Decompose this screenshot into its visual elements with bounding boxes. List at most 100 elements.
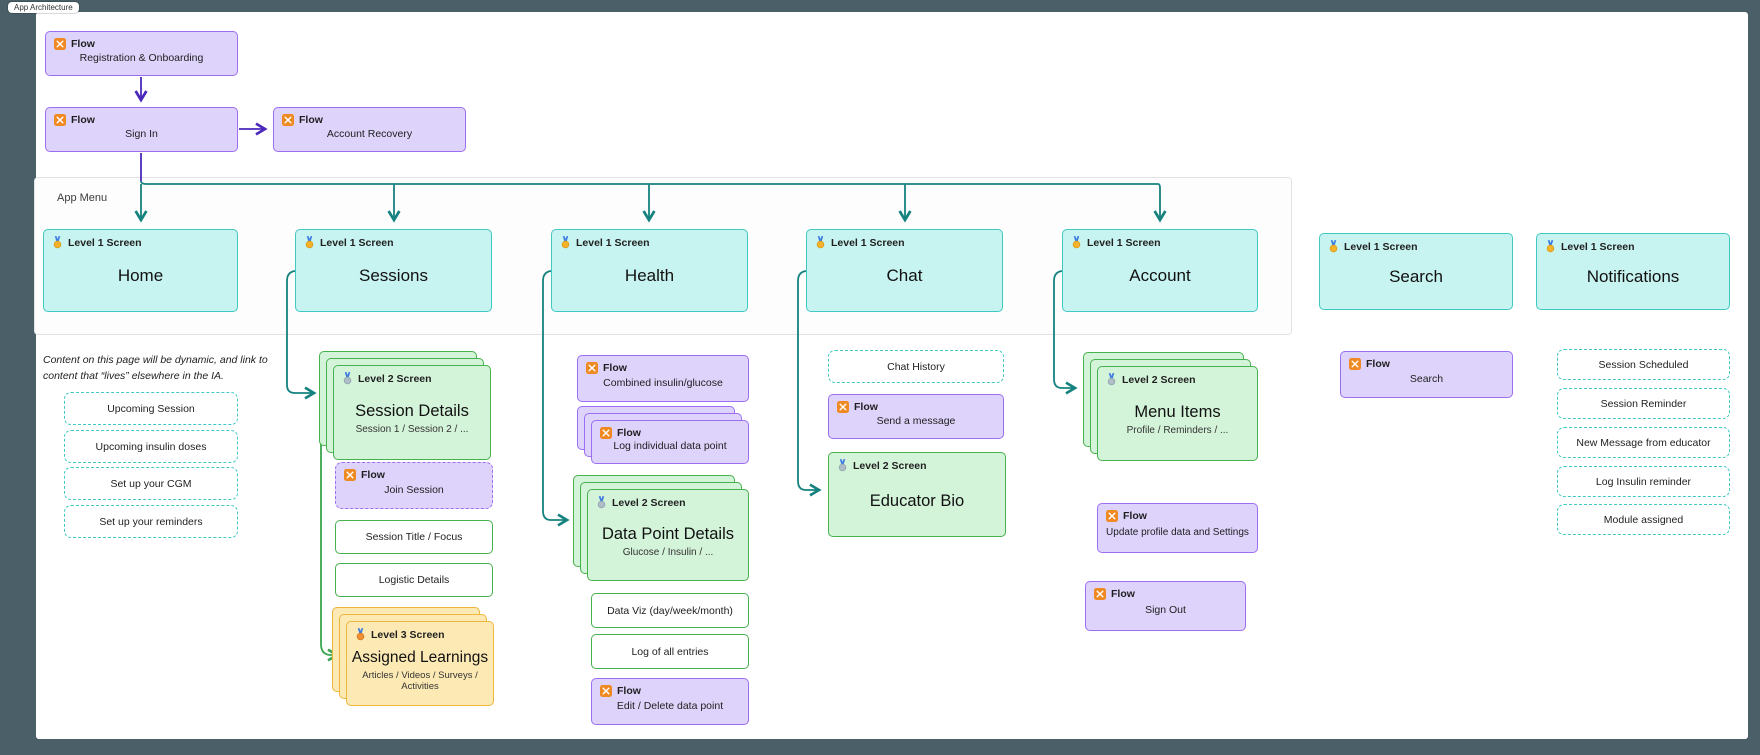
card-tag: Flow (1349, 358, 1390, 370)
medal-level1-icon (1329, 240, 1338, 253)
screen-title: Menu Items (1134, 403, 1221, 421)
screen-notifications[interactable]: Level 1 Screen Notifications (1536, 233, 1730, 310)
card-tag: Flow (1094, 588, 1135, 600)
flow-tag-label: Flow (71, 114, 95, 126)
flow-account-recovery[interactable]: Flow Account Recovery (273, 107, 466, 152)
level1-tag-label: Level 1 Screen (320, 236, 394, 249)
card-tag: Level 1 Screen (1328, 240, 1418, 253)
screen-educator-bio[interactable]: Level 2 Screen Educator Bio (828, 452, 1006, 537)
medal-level1-icon (1546, 240, 1555, 253)
flow-icon (837, 401, 849, 413)
flow-tag-label: Flow (1366, 358, 1390, 370)
flow-registration-onboarding[interactable]: Flow Registration & Onboarding (45, 31, 238, 76)
flow-title: Sign Out (1145, 604, 1186, 616)
home-item-upcoming-insulin[interactable]: Upcoming insulin doses (64, 430, 238, 463)
level1-tag-label: Level 1 Screen (1344, 240, 1418, 253)
screen-sessions[interactable]: Level 1 Screen Sessions (295, 229, 492, 312)
card-tag: Flow (600, 427, 641, 439)
card-tag: Level 2 Screen (837, 459, 927, 472)
home-item-setup-reminders[interactable]: Set up your reminders (64, 505, 238, 538)
flow-send-a-message[interactable]: Flow Send a message (828, 394, 1004, 439)
section-title-tag[interactable]: App Architecture (8, 2, 79, 13)
flow-tag-label: Flow (854, 401, 878, 413)
level1-tag-label: Level 1 Screen (1087, 236, 1161, 249)
medal-level1-icon (816, 236, 825, 249)
flow-sign-in[interactable]: Flow Sign In (45, 107, 238, 152)
flow-title: Join Session (384, 483, 444, 496)
card-tag: Flow (282, 114, 323, 126)
home-item-setup-cgm[interactable]: Set up your CGM (64, 467, 238, 500)
notification-module-assigned[interactable]: Module assigned (1557, 504, 1730, 535)
screen-account[interactable]: Level 1 Screen Account (1062, 229, 1258, 312)
screen-assigned-learnings[interactable]: Level 3 Screen Assigned Learnings Articl… (332, 607, 494, 706)
screen-title: Data Point Details (601, 524, 735, 543)
screen-health[interactable]: Level 1 Screen Health (551, 229, 748, 312)
flow-combined-insulin-glucose[interactable]: Flow Combined insulin/glucose (577, 355, 749, 402)
notification-new-message[interactable]: New Message from educator (1557, 427, 1730, 458)
flow-title: Send a message (876, 414, 956, 427)
app-menu-label: App Menu (57, 192, 108, 204)
card-tag: Level 2 Screen (596, 496, 686, 509)
flow-log-individual-data-point[interactable]: Flow Log individual data point (577, 406, 749, 464)
medal-level2-icon (597, 496, 606, 509)
chat-history-box[interactable]: Chat History (828, 350, 1004, 383)
medal-level2-icon (1107, 373, 1116, 386)
flow-tag-label: Flow (617, 685, 641, 697)
screen-chat[interactable]: Level 1 Screen Chat (806, 229, 1003, 312)
notification-log-insulin[interactable]: Log Insulin reminder (1557, 466, 1730, 497)
screen-title: Health (624, 265, 675, 285)
screen-title: Educator Bio (869, 492, 965, 510)
level3-tag-label: Level 3 Screen (371, 628, 445, 641)
level2-tag-label: Level 2 Screen (853, 459, 927, 472)
log-of-all-entries-box[interactable]: Log of all entries (591, 634, 749, 669)
flow-join-session[interactable]: Flow Join Session (335, 462, 493, 509)
flow-update-profile-settings[interactable]: Flow Update profile data and Settings (1097, 503, 1258, 553)
flow-title: Log individual data point (613, 440, 727, 452)
flow-sign-out[interactable]: Flow Sign Out (1085, 581, 1246, 631)
level2-tag-label: Level 2 Screen (612, 496, 686, 509)
card-tag: Level 2 Screen (1106, 373, 1196, 386)
screen-title: Account (1129, 265, 1191, 285)
card-tag: Level 1 Screen (815, 236, 905, 249)
level1-tag-label: Level 1 Screen (831, 236, 905, 249)
notification-session-scheduled[interactable]: Session Scheduled (1557, 349, 1730, 380)
screen-data-point-details[interactable]: Level 2 Screen Data Point Details Glucos… (573, 475, 749, 581)
card-tag: Level 1 Screen (560, 236, 650, 249)
medal-level1-icon (1072, 236, 1081, 249)
medal-level1-icon (305, 236, 314, 249)
screen-title: Search (1389, 266, 1443, 286)
session-title-focus-box[interactable]: Session Title / Focus (335, 520, 493, 554)
flow-icon (586, 362, 598, 374)
level1-tag-label: Level 1 Screen (68, 236, 142, 249)
home-item-upcoming-session[interactable]: Upcoming Session (64, 392, 238, 425)
flow-icon (344, 469, 356, 481)
flow-tag-label: Flow (1123, 510, 1147, 522)
flow-title: Account Recovery (326, 127, 413, 140)
card-tag: Level 1 Screen (1071, 236, 1161, 249)
screen-session-details[interactable]: Level 2 Screen Session Details Session 1… (319, 351, 491, 460)
card-tag: Flow (344, 469, 385, 481)
flow-icon (282, 114, 294, 126)
card-tag: Level 1 Screen (52, 236, 142, 249)
data-viz-box[interactable]: Data Viz (day/week/month) (591, 593, 749, 628)
logistic-details-box[interactable]: Logistic Details (335, 563, 493, 597)
screen-menu-items[interactable]: Level 2 Screen Menu Items Profile / Remi… (1083, 352, 1258, 461)
flow-icon (600, 685, 612, 697)
flow-tag-label: Flow (617, 427, 641, 439)
card-tag: Flow (600, 685, 641, 697)
notification-session-reminder[interactable]: Session Reminder (1557, 388, 1730, 419)
medal-level2-icon (343, 372, 352, 385)
card-tag: Flow (54, 38, 95, 50)
flow-title: Combined insulin/glucose (603, 376, 723, 389)
flow-search[interactable]: Flow Search (1340, 351, 1513, 398)
card-tag: Level 1 Screen (304, 236, 394, 249)
flow-title: Sign In (125, 127, 158, 140)
flow-edit-delete-data-point[interactable]: Flow Edit / Delete data point (591, 678, 749, 725)
flow-title: Search (1409, 372, 1444, 385)
level1-tag-label: Level 1 Screen (1561, 240, 1635, 253)
screen-subtitle: Articles / Videos / Surveys / Activities (362, 670, 478, 692)
screen-home[interactable]: Level 1 Screen Home (43, 229, 238, 312)
flow-tag-label: Flow (603, 362, 627, 374)
screen-search[interactable]: Level 1 Screen Search (1319, 233, 1513, 310)
flow-tag-label: Flow (361, 469, 385, 481)
